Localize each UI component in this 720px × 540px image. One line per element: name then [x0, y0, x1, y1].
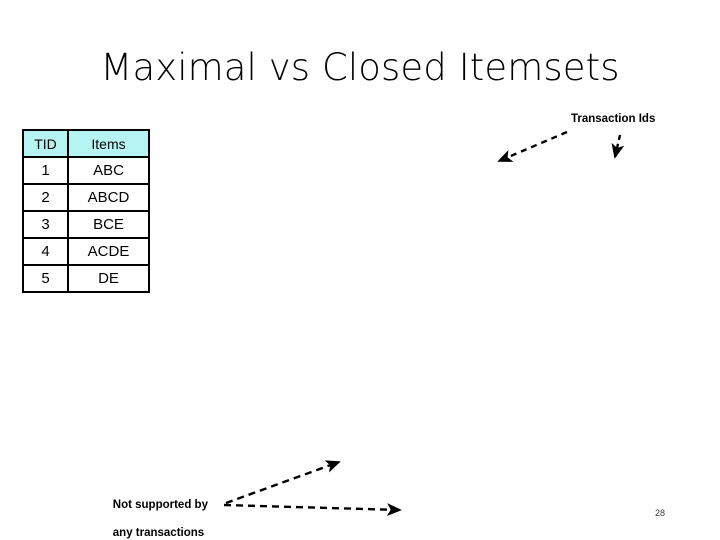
not-supported-label: Not supported by any transactions: [100, 484, 208, 540]
cell-items: ACDE: [67, 237, 150, 266]
cell-items: ABCD: [67, 183, 150, 212]
arrow-transaction-ids-down-icon: [611, 134, 625, 159]
cell-tid: 3: [22, 210, 69, 239]
table-row: 2 ABCD: [22, 183, 150, 212]
cell-items: DE: [67, 264, 150, 293]
table-row: 3 BCE: [22, 210, 150, 239]
table-header-row: TID Items: [22, 129, 150, 158]
table-row: 4 ACDE: [22, 237, 150, 266]
transaction-table-container: TID Items 1 ABC 2 ABCD 3 BCE 4: [22, 129, 150, 303]
cell-items: BCE: [67, 210, 150, 239]
column-header-tid: TID: [22, 129, 69, 158]
table-row: 1 ABC: [22, 156, 150, 185]
page-number: 28: [655, 508, 666, 518]
not-supported-line-2: any transactions: [112, 527, 205, 539]
cell-tid: 1: [22, 156, 69, 185]
transaction-table: TID Items 1 ABC 2 ABCD 3 BCE 4: [22, 129, 150, 293]
table-row: 5 DE: [22, 264, 150, 293]
page-title: Maximal vs Closed Itemsets: [100, 46, 620, 89]
cell-items: ABC: [67, 156, 150, 185]
not-supported-line-1: Not supported by: [112, 499, 208, 511]
arrow-not-supported-up-right-icon: [225, 460, 341, 505]
column-header-items: Items: [67, 129, 150, 158]
transaction-ids-label: Transaction Ids: [571, 113, 656, 125]
cell-tid: 2: [22, 183, 69, 212]
cell-tid: 5: [22, 264, 69, 293]
arrow-transaction-ids-left-icon: [497, 130, 568, 163]
arrow-not-supported-right-icon: [223, 503, 402, 517]
cell-tid: 4: [22, 237, 69, 266]
